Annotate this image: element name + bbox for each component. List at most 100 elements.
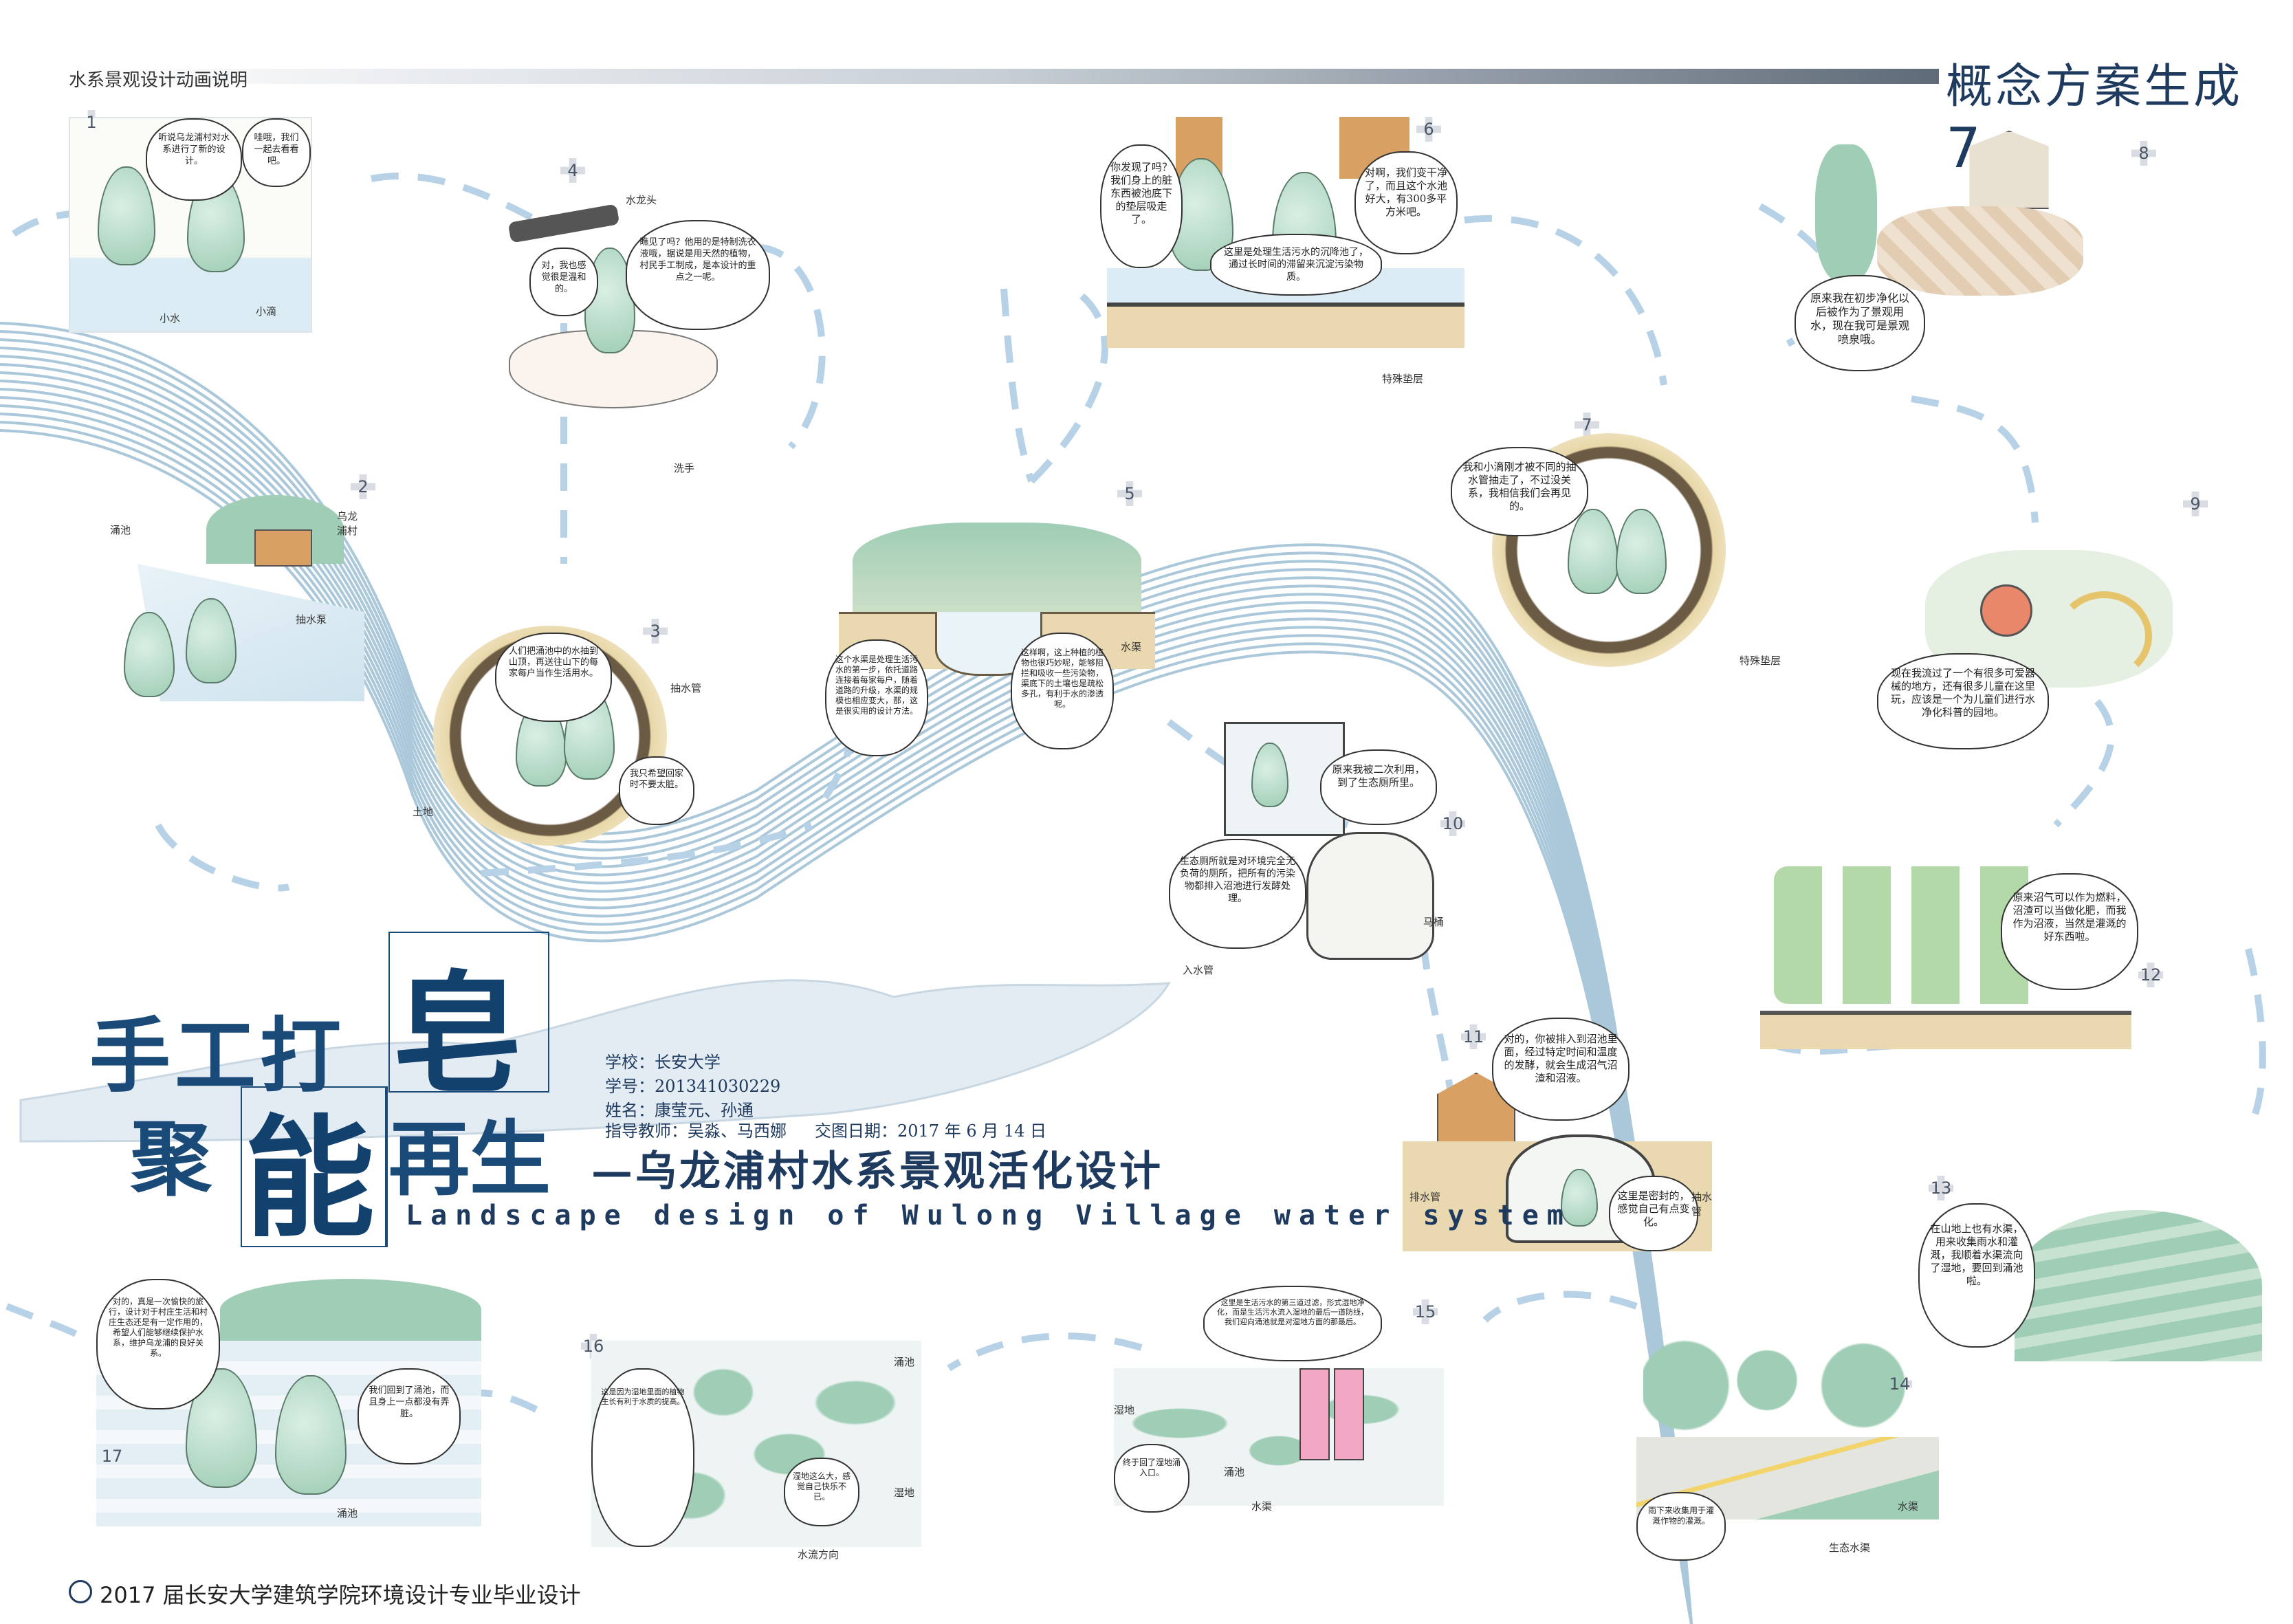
panel-number-11: 11	[1454, 1018, 1493, 1056]
panel-label: 生态水渠	[1829, 1541, 1871, 1554]
panel-15: 这里是生活污水的第三道过滤，形式湿地净化，而是生活污水流入湿地的最后一道防线，我…	[1114, 1286, 1458, 1519]
panel-label: 抽水管	[670, 682, 702, 694]
panel-12: 原来沼气可以作为燃料，沼渣可以当做化肥，而我作为沼液，当然是灌溉的好东西啦。	[1760, 846, 2145, 1073]
speech-bubble: 瞧见了吗？他用的是特制洗衣液哦，据说是用天然的植物，村民手工制成，是本设计的重点…	[626, 220, 770, 330]
panel-label: 特殊垫层	[1740, 655, 1781, 667]
water-drop-character	[98, 166, 155, 265]
speech-bubble: 我们回到了涌池，而且身上一点都没有弄脏。	[358, 1368, 461, 1464]
speech-bubble: 生态厕所就是对环境完全无负荷的厕所，把所有的污染物都排入沼池进行发酵处理。	[1169, 839, 1306, 949]
speech-bubble: 终于回了湿地涌入口。	[1114, 1444, 1189, 1513]
toilet-illustration	[1306, 832, 1434, 960]
speech-bubble: 这样啊，这上种植的植物也很巧妙呢，能够阻拦和吸收一些污染物，渠底下的土壤也是疏松…	[1011, 633, 1114, 749]
title-big-char-1: 皂	[392, 958, 523, 1110]
speech-bubble: 对啊，我们变干净了，而且这个水池好大，有300多平方米吧。	[1354, 151, 1458, 254]
info-teachers: 指导教师：吴淼、马西娜	[605, 1121, 787, 1141]
filter-tank-icon	[1334, 1368, 1364, 1460]
concept-title: 概念方案生成 7	[1946, 48, 2293, 180]
panel-4: 瞧见了吗？他用的是特制洗衣液哦，据说是用天然的植物，村民手工制成，是本设计的重点…	[507, 193, 770, 474]
speech-bubble: 湿地这么大，感觉自己快乐不已。	[784, 1458, 859, 1526]
speech-bubble: 原来我在初步净化以后被作为了景观用水，现在我可是景观喷泉哦。	[1795, 275, 1925, 371]
panel-label: 水渠	[1898, 1500, 1919, 1513]
header-gradient-bar	[69, 69, 1939, 84]
panel-label: 马桶	[1423, 916, 1445, 928]
panel-label: 抽水管	[1691, 1191, 1713, 1218]
speech-bubble: 这个水渠是处理生活污水的第一步，依托道路连接着每家每户，随着道路的升级，水渠的规…	[825, 639, 928, 756]
panel-number-6: 6	[1409, 110, 1448, 149]
title-grid-box	[388, 932, 549, 1093]
faucet-illustration	[507, 204, 620, 243]
panel-number-13: 13	[1922, 1169, 1960, 1207]
mountain-wash	[19, 979, 1171, 1143]
water-drop-character	[1616, 509, 1667, 594]
panel-16: 这是因为湿地里面的植物生长有利于水质的提高。 湿地这么大，感觉自己快乐不已。 涌…	[591, 1327, 921, 1561]
speech-bubble: 在山地上也有水渠，用来收集雨水和灌溉，我顺着水渠流向了湿地，要回到涌池啦。	[1918, 1203, 2035, 1348]
panel-number-10: 10	[1434, 804, 1472, 843]
speech-bubble: 人们把涌池中的水抽到山顶，再送往山下的每家每户当作生活用水。	[495, 633, 612, 722]
panel-8: 原来我在初步净化以后被作为了景观用水，现在我可是景观喷泉哦。	[1795, 131, 2118, 378]
panel-10: 原来我被二次利用，到了生态厕所里。 生态厕所就是对环境完全无负荷的厕所，把所有的…	[1169, 722, 1458, 976]
panel-13: 在山地上也有水渠，用来收集雨水和灌溉，我顺着水渠流向了湿地，要回到涌池啦。	[1918, 1183, 2262, 1368]
footer-text: 2017 届长安大学建筑学院环境设计专业毕业设计	[100, 1582, 581, 1608]
speech-bubble: 对，我也感觉很是温和的。	[529, 248, 598, 316]
speech-bubble: 这里是处理生活污水的沉降池了，通过长时间的滞留来沉淀污染物质。	[1210, 234, 1382, 296]
panel-label: 特殊垫层	[1382, 373, 1424, 385]
water-drop-character	[1561, 1169, 1598, 1227]
panel-number-3: 3	[636, 612, 674, 650]
panel-label: 涌池	[337, 1507, 358, 1519]
panel-label: 抽水泵	[296, 613, 327, 626]
panel-label: 涌池	[894, 1356, 915, 1368]
panel-number-16: 16	[574, 1327, 613, 1365]
panel-label: 水流方向	[798, 1548, 840, 1561]
speech-bubble: 对的，你被排入到沼池里面，经过特定时间和温度的发酵，就会生成沼气沼渣和沼液。	[1492, 1018, 1630, 1121]
panel-label: 水渠	[1251, 1500, 1273, 1513]
village-hills	[220, 1279, 481, 1341]
water-drop-character	[1251, 743, 1288, 807]
info-school: 学校：长安大学	[605, 1053, 721, 1072]
speech-bubble: 雨下来收集用于灌溉作物的灌溉。	[1636, 1492, 1726, 1561]
panel-17: 对的，真是一次愉快的旅行，设计对于村庄生活和村庄生态还是有一定作用的，希望人们能…	[96, 1279, 481, 1526]
speech-bubble: 我和小滴刚才被不同的抽水管抽走了，不过没关系，我相信我们会再见的。	[1451, 447, 1588, 536]
water-wheel-icon	[1980, 584, 2032, 637]
speech-bubble: 我只希望回家时不要太脏。	[619, 756, 694, 825]
panel-14: 雨下来收集用于灌溉作物的灌溉。 水渠 生态水渠	[1636, 1334, 1939, 1568]
info-student-id: 学号：2013410302​29	[605, 1077, 781, 1096]
speech-bubble: 现在我流过了一个有很多可爱器械的地方，还有很多儿童在这里玩，应该是一个为儿童们进…	[1877, 653, 2049, 749]
house-illustration	[254, 529, 312, 567]
speech-bubble: 听说乌龙浦村对水系进行了新的设计。	[146, 118, 242, 201]
panel-9: 现在我流过了一个有很多可爱器械的地方，还有很多儿童在这里玩，应该是一个为儿童们进…	[1877, 523, 2235, 756]
panel-number-14: 14	[1880, 1365, 1919, 1403]
panel-number-4: 4	[553, 151, 592, 190]
panel-11: 对的，你被排入到沼池里面，经过特定时间和温度的发酵，就会生成沼气沼渣和沼液。 这…	[1403, 1018, 1712, 1258]
panel-label: 排水管	[1409, 1191, 1441, 1203]
panel-1: 听说乌龙浦村对水系进行了新的设计。 哇哦，我们一起去看看吧。 小水 小滴	[69, 117, 312, 333]
panel-label: 洗手	[674, 462, 695, 474]
filter-tank-icon	[1299, 1368, 1330, 1460]
panel-label: 涌池	[1224, 1466, 1245, 1478]
panel-number-15: 15	[1406, 1293, 1445, 1331]
speech-bubble: 对的，真是一次愉快的旅行，设计对于村庄生活和村庄生态还是有一定作用的，希望人们能…	[96, 1279, 220, 1409]
info-date: 交图日期：2017 年 6 月 14 日	[815, 1121, 1047, 1141]
title-grid-box	[385, 1086, 388, 1247]
speech-bubble: 你发现了吗？我们身上的脏东西被池底下的垫层吸走了。	[1100, 144, 1183, 268]
water-drop-character	[124, 612, 175, 697]
panel-5: 这个水渠是处理生活污水的第一步，依托道路连接着每家每户，随着道路的升级，水渠的规…	[825, 502, 1155, 756]
panel-label: 涌池	[110, 524, 131, 536]
fountain-plaza	[1877, 206, 2083, 296]
concept-title-text: 概念方案生成	[1946, 60, 2243, 114]
university-logo-icon	[69, 1580, 92, 1603]
panel-label: 入水管	[1183, 964, 1214, 976]
water-drop-character	[275, 1375, 347, 1495]
speech-bubble: 原来我被二次利用，到了生态厕所里。	[1320, 749, 1437, 825]
pavilion-illustration	[1969, 131, 2049, 209]
title-line-1: 手工打	[89, 1009, 346, 1104]
title-line-2-end: 再生	[388, 1112, 551, 1207]
panel-number-8: 8	[2125, 134, 2163, 173]
panel-6: 你发现了吗？我们身上的脏东西被池底下的垫层吸走了。 对啊，我们变干净了，而且这个…	[1100, 117, 1464, 385]
panel-label: 湿地	[894, 1486, 915, 1499]
top-label: 水系景观设计动画说明	[69, 70, 248, 91]
village-illustration	[853, 523, 1141, 619]
panel-label: 水渠	[1121, 641, 1142, 653]
speech-bubble: 这里是密封的，感觉自己有点变化。	[1609, 1176, 1698, 1251]
subtitle-english: Landscape design of Wulong Village water…	[406, 1200, 1572, 1231]
panel-number-5: 5	[1110, 474, 1149, 513]
